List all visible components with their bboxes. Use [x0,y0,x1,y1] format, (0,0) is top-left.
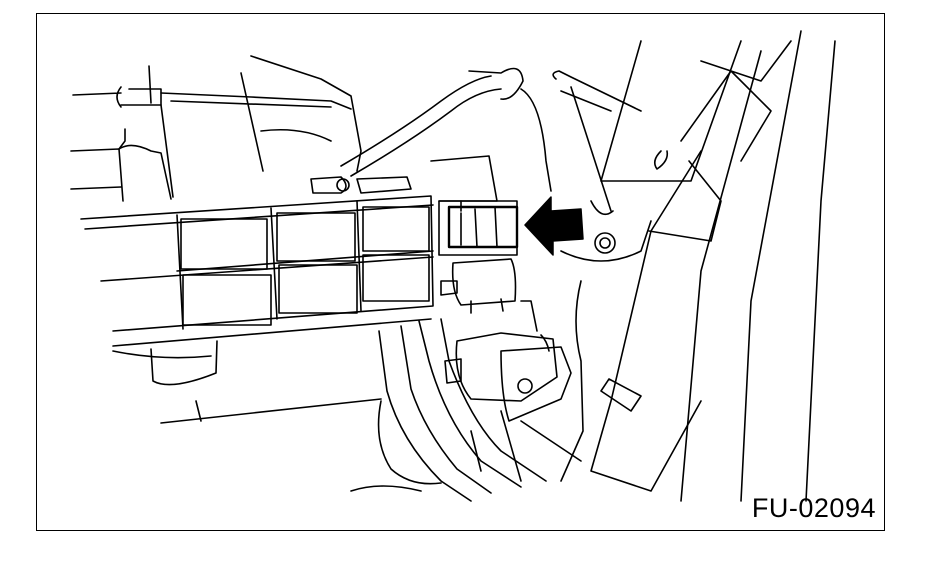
arrow-left-icon [524,196,584,256]
wiring-harness [310,67,524,212]
duct-housing [70,55,362,202]
mounting-bracket [444,300,572,422]
lower-connector [440,258,517,314]
hoses [350,318,547,502]
relay-box [80,195,434,424]
diagram-frame: FU-02094 [36,13,885,531]
target-connector [438,200,519,256]
strut-and-panel [520,30,836,502]
engine-bay-illustration [70,30,836,502]
figure-code: FU-02094 [751,493,876,523]
